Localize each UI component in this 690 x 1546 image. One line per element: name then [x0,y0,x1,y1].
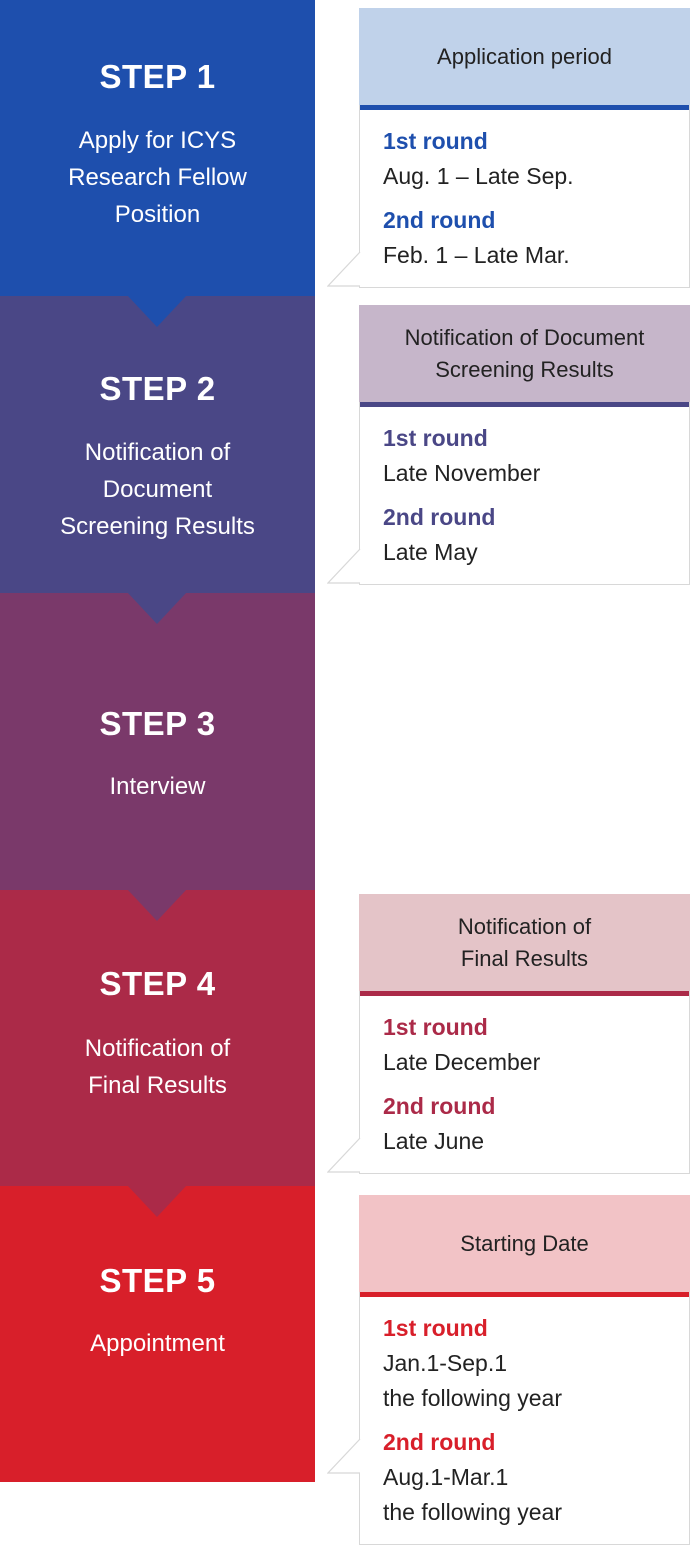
card-header: Application period [359,8,690,105]
card-body: 1st round Aug. 1 – Late Sep. 2nd round F… [359,105,690,288]
round-value: Jan.1-Sep.1 [383,1350,508,1376]
step-1-label: STEP 1 [99,58,216,95]
step-2-block: STEP 2 Notification of Document Screenin… [0,296,315,593]
card-pointer [327,549,361,584]
card-accent-bar [360,1292,689,1297]
round-label: 2nd round [383,1429,496,1455]
card-accent-bar [360,991,689,996]
card-header: Notification of Final Results [359,894,690,991]
card-pointer [327,1138,361,1173]
card-body: 1st round Jan.1-Sep.1 the following year… [359,1292,690,1545]
step-3-description: Interview [109,773,206,800]
step-4-arrow [127,1185,187,1217]
card-accent-bar [360,105,689,110]
round-value: Late May [383,539,478,565]
card-body: 1st round Late November 2nd round Late M… [359,402,690,585]
card-header: Starting Date [359,1195,690,1292]
round-label: 1st round [383,1014,488,1040]
round-label: 2nd round [383,207,496,233]
round-value: the following year [383,1385,562,1411]
round-value: Feb. 1 – Late Mar. [383,242,570,268]
round-value: Aug. 1 – Late Sep. [383,163,574,189]
round-label: 1st round [383,425,488,451]
round-value: Late December [383,1049,541,1075]
card-accent-bar [360,402,689,407]
step-2-label: STEP 2 [99,370,216,407]
application-period-card: Application period 1st round Aug. 1 – La… [327,8,690,288]
step-5-label: STEP 5 [99,1262,216,1299]
round-label: 1st round [383,128,488,154]
step-3-arrow [127,889,187,921]
round-label: 2nd round [383,1093,496,1119]
starting-date-card: Starting Date 1st round Jan.1-Sep.1 the … [327,1195,690,1546]
round-label: 1st round [383,1315,488,1341]
round-label: 2nd round [383,504,496,530]
step-4-label: STEP 4 [99,965,216,1002]
step-1-description: Apply for ICYS Research Fellow Position [68,127,247,228]
step-2-arrow [127,592,187,624]
step-1-block: STEP 1 Apply for ICYS Research Fellow Po… [0,0,315,296]
step-4-block: STEP 4 Notification of Final Results [0,890,315,1186]
card-header: Notification of Document Screening Resul… [359,305,690,402]
round-value: Late June [383,1128,485,1154]
step-3-block: STEP 3 Interview [0,593,315,890]
step-2-description: Notification of Document Screening Resul… [60,439,255,540]
step-5-block: STEP 5 Appointment [0,1186,315,1482]
step-1-arrow [127,295,187,327]
step-5-description: Appointment [90,1330,225,1357]
step-3-label: STEP 3 [99,705,216,742]
round-value: Aug.1-Mar.1 [383,1464,509,1490]
card-pointer [327,1439,361,1474]
card-pointer [327,252,361,287]
round-value: the following year [383,1499,562,1525]
round-value: Late November [383,460,541,486]
card-body: 1st round Late December 2nd round Late J… [359,991,690,1174]
document-screening-card: Notification of Document Screening Resul… [327,305,690,585]
step-4-description: Notification of Final Results [84,1035,231,1099]
final-results-card: Notification of Final Results 1st round … [327,894,690,1174]
